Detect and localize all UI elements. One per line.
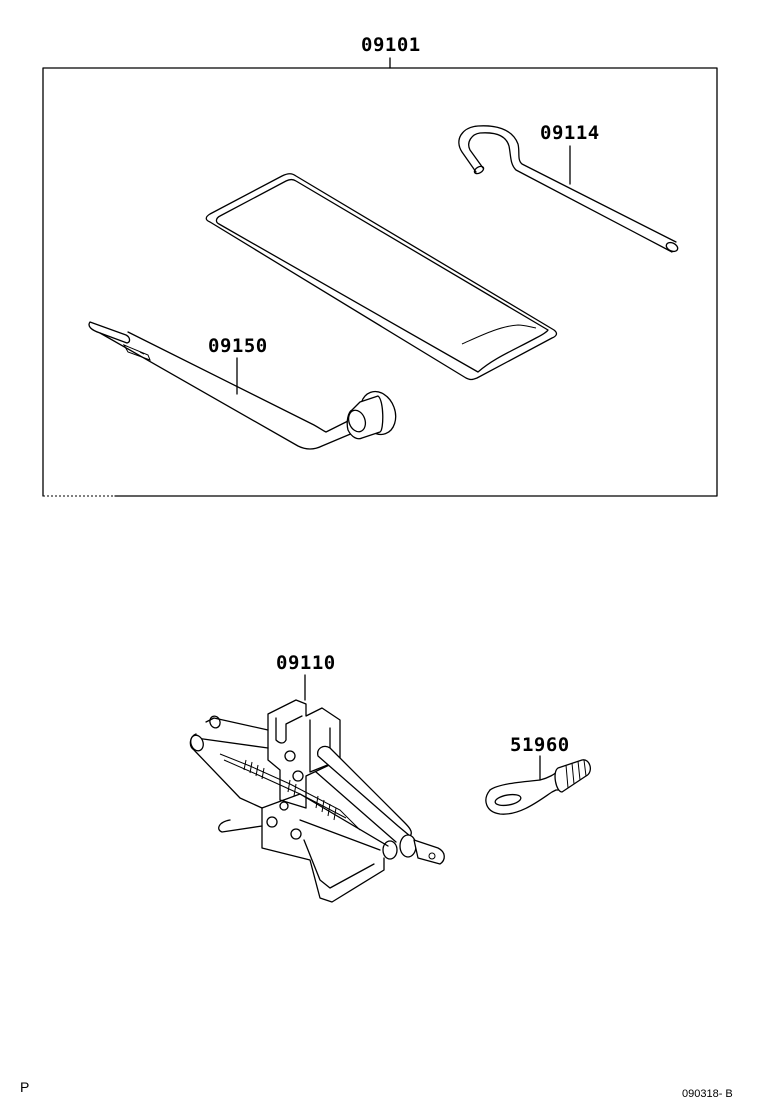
part-label-51960[interactable]: 51960 (510, 734, 570, 756)
part-label-09101[interactable]: 09101 (361, 34, 421, 56)
part-label-09114[interactable]: 09114 (540, 122, 600, 144)
tool-bag[interactable] (205, 173, 558, 381)
page-mark: P (20, 1079, 30, 1095)
group-box-09101 (42, 57, 718, 497)
wheel-nut-wrench-09150[interactable] (88, 321, 401, 450)
figure-code: 090318- B (682, 1088, 733, 1100)
scissor-jack-09110[interactable] (189, 674, 445, 903)
part-label-09150[interactable]: 09150 (208, 335, 268, 357)
part-label-09110[interactable]: 09110 (276, 652, 336, 674)
hook-rod-09114[interactable] (458, 125, 679, 253)
towing-eye-51960[interactable] (485, 755, 592, 815)
